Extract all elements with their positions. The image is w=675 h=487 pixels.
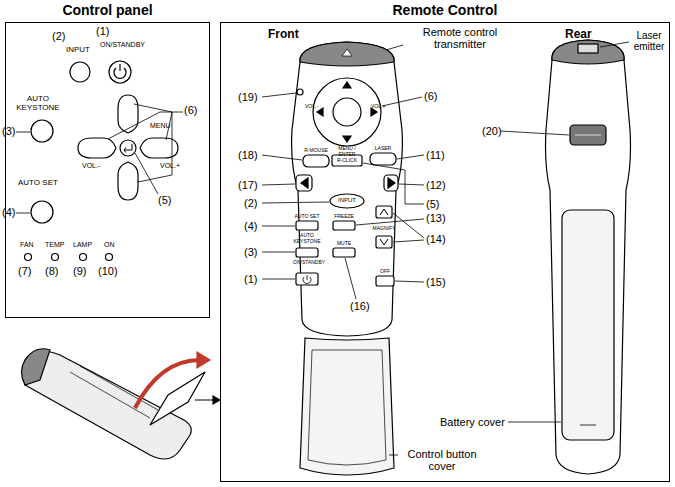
slide-switch bbox=[570, 125, 606, 145]
part-label: ON bbox=[104, 241, 115, 249]
part-label: LAMP bbox=[73, 241, 92, 249]
part-label: MAGNIFY bbox=[372, 226, 396, 232]
callout-number: (4) bbox=[244, 220, 257, 232]
part-label: VOL.- bbox=[82, 162, 100, 170]
callout-number: (16) bbox=[350, 300, 370, 312]
vol-minus-button bbox=[78, 138, 116, 158]
callout-number: (18) bbox=[238, 149, 258, 161]
callout-number: (20) bbox=[482, 125, 502, 137]
callout-number: (7) bbox=[18, 265, 31, 277]
part-label: ON/STANDBY bbox=[100, 41, 145, 49]
part-label: LASER bbox=[370, 146, 396, 152]
part-label: AUTO SET bbox=[18, 179, 58, 188]
part-label: AUTO KEYSTONE bbox=[293, 233, 321, 244]
power-button bbox=[109, 61, 131, 83]
part-label: Laser emitter bbox=[630, 30, 668, 52]
part-label: MENU / ENTER bbox=[330, 146, 364, 157]
indicator bbox=[80, 254, 87, 261]
part-label: AUTO KEYSTONE bbox=[14, 95, 62, 113]
power-symbol bbox=[114, 64, 126, 78]
callout-number: (11) bbox=[426, 149, 445, 161]
callout-number: (14) bbox=[426, 233, 446, 245]
remote-rear bbox=[546, 40, 631, 474]
callout-number: (1) bbox=[96, 25, 109, 37]
direction-ring bbox=[313, 78, 381, 146]
callout-number: (4) bbox=[2, 206, 15, 218]
transmitter bbox=[300, 42, 394, 66]
part-label: AUTO SET bbox=[293, 214, 321, 220]
callout-number: (6) bbox=[184, 104, 197, 116]
keystone-button bbox=[31, 120, 53, 142]
callout-number: (10) bbox=[98, 265, 118, 277]
laser-window bbox=[578, 44, 598, 53]
part-label: Remote control transmitter bbox=[405, 26, 515, 50]
part-label: VOL.- bbox=[305, 104, 318, 110]
callout-number: (5) bbox=[426, 198, 439, 210]
callout-number: (9) bbox=[73, 265, 86, 277]
remote-body bbox=[292, 42, 403, 336]
up-button bbox=[118, 95, 138, 133]
part-label: Rear bbox=[565, 28, 592, 41]
callout-number: (8) bbox=[45, 265, 58, 277]
remote-front bbox=[292, 42, 403, 475]
part-label: TEMP bbox=[45, 241, 64, 249]
callout-number: (6) bbox=[424, 90, 437, 102]
callout-number: (12) bbox=[426, 179, 446, 191]
indicator bbox=[25, 254, 32, 261]
callout-number: (5) bbox=[158, 194, 171, 206]
part-label: R-MOUSE bbox=[303, 148, 329, 154]
input-button bbox=[70, 62, 90, 82]
part-label: FAN bbox=[20, 241, 34, 249]
part-label: Battery cover bbox=[440, 416, 505, 428]
leader-lines bbox=[262, 42, 629, 455]
part-label: R-CLICK bbox=[332, 158, 362, 164]
indicator bbox=[52, 254, 59, 261]
panel-heading: Control panel bbox=[6, 2, 209, 18]
leader-lines bbox=[16, 104, 183, 213]
callout-number: (2) bbox=[244, 197, 257, 209]
callout-number: (1) bbox=[244, 273, 257, 285]
indicator bbox=[297, 89, 303, 95]
part-label: Front bbox=[268, 28, 299, 41]
autoset-button bbox=[31, 201, 53, 223]
part-label: INPUT bbox=[330, 197, 364, 204]
down-button bbox=[118, 162, 138, 200]
enter-symbol bbox=[124, 144, 132, 153]
callout-number: (13) bbox=[426, 212, 446, 224]
part-label: ON/STANDBY bbox=[293, 260, 321, 266]
control-button-cover bbox=[300, 338, 394, 475]
panel-box: Remote Control bbox=[220, 22, 670, 482]
part-label: VOL.+ bbox=[160, 162, 180, 170]
enter-button bbox=[120, 140, 136, 156]
callout-number: (19) bbox=[238, 91, 258, 103]
battery-cover bbox=[562, 210, 614, 440]
part-label: OFF bbox=[377, 269, 393, 275]
remote-sketch bbox=[22, 349, 221, 459]
indicator bbox=[106, 254, 113, 261]
part-label: INPUT bbox=[66, 46, 90, 55]
callout-number: (15) bbox=[426, 276, 446, 288]
part-label: MUTE bbox=[331, 241, 357, 247]
part-label: VOL.+ bbox=[371, 104, 385, 110]
callout-number: (3) bbox=[244, 246, 257, 258]
panel-heading: Remote Control bbox=[221, 2, 669, 18]
part-label: FREEZE bbox=[331, 214, 357, 220]
callout-number: (17) bbox=[238, 179, 258, 191]
part-label: Control button cover bbox=[402, 448, 482, 472]
callout-number: (3) bbox=[2, 125, 15, 137]
remote-body bbox=[546, 40, 631, 474]
callout-number: (2) bbox=[52, 30, 65, 42]
part-label: MENU bbox=[150, 122, 171, 130]
